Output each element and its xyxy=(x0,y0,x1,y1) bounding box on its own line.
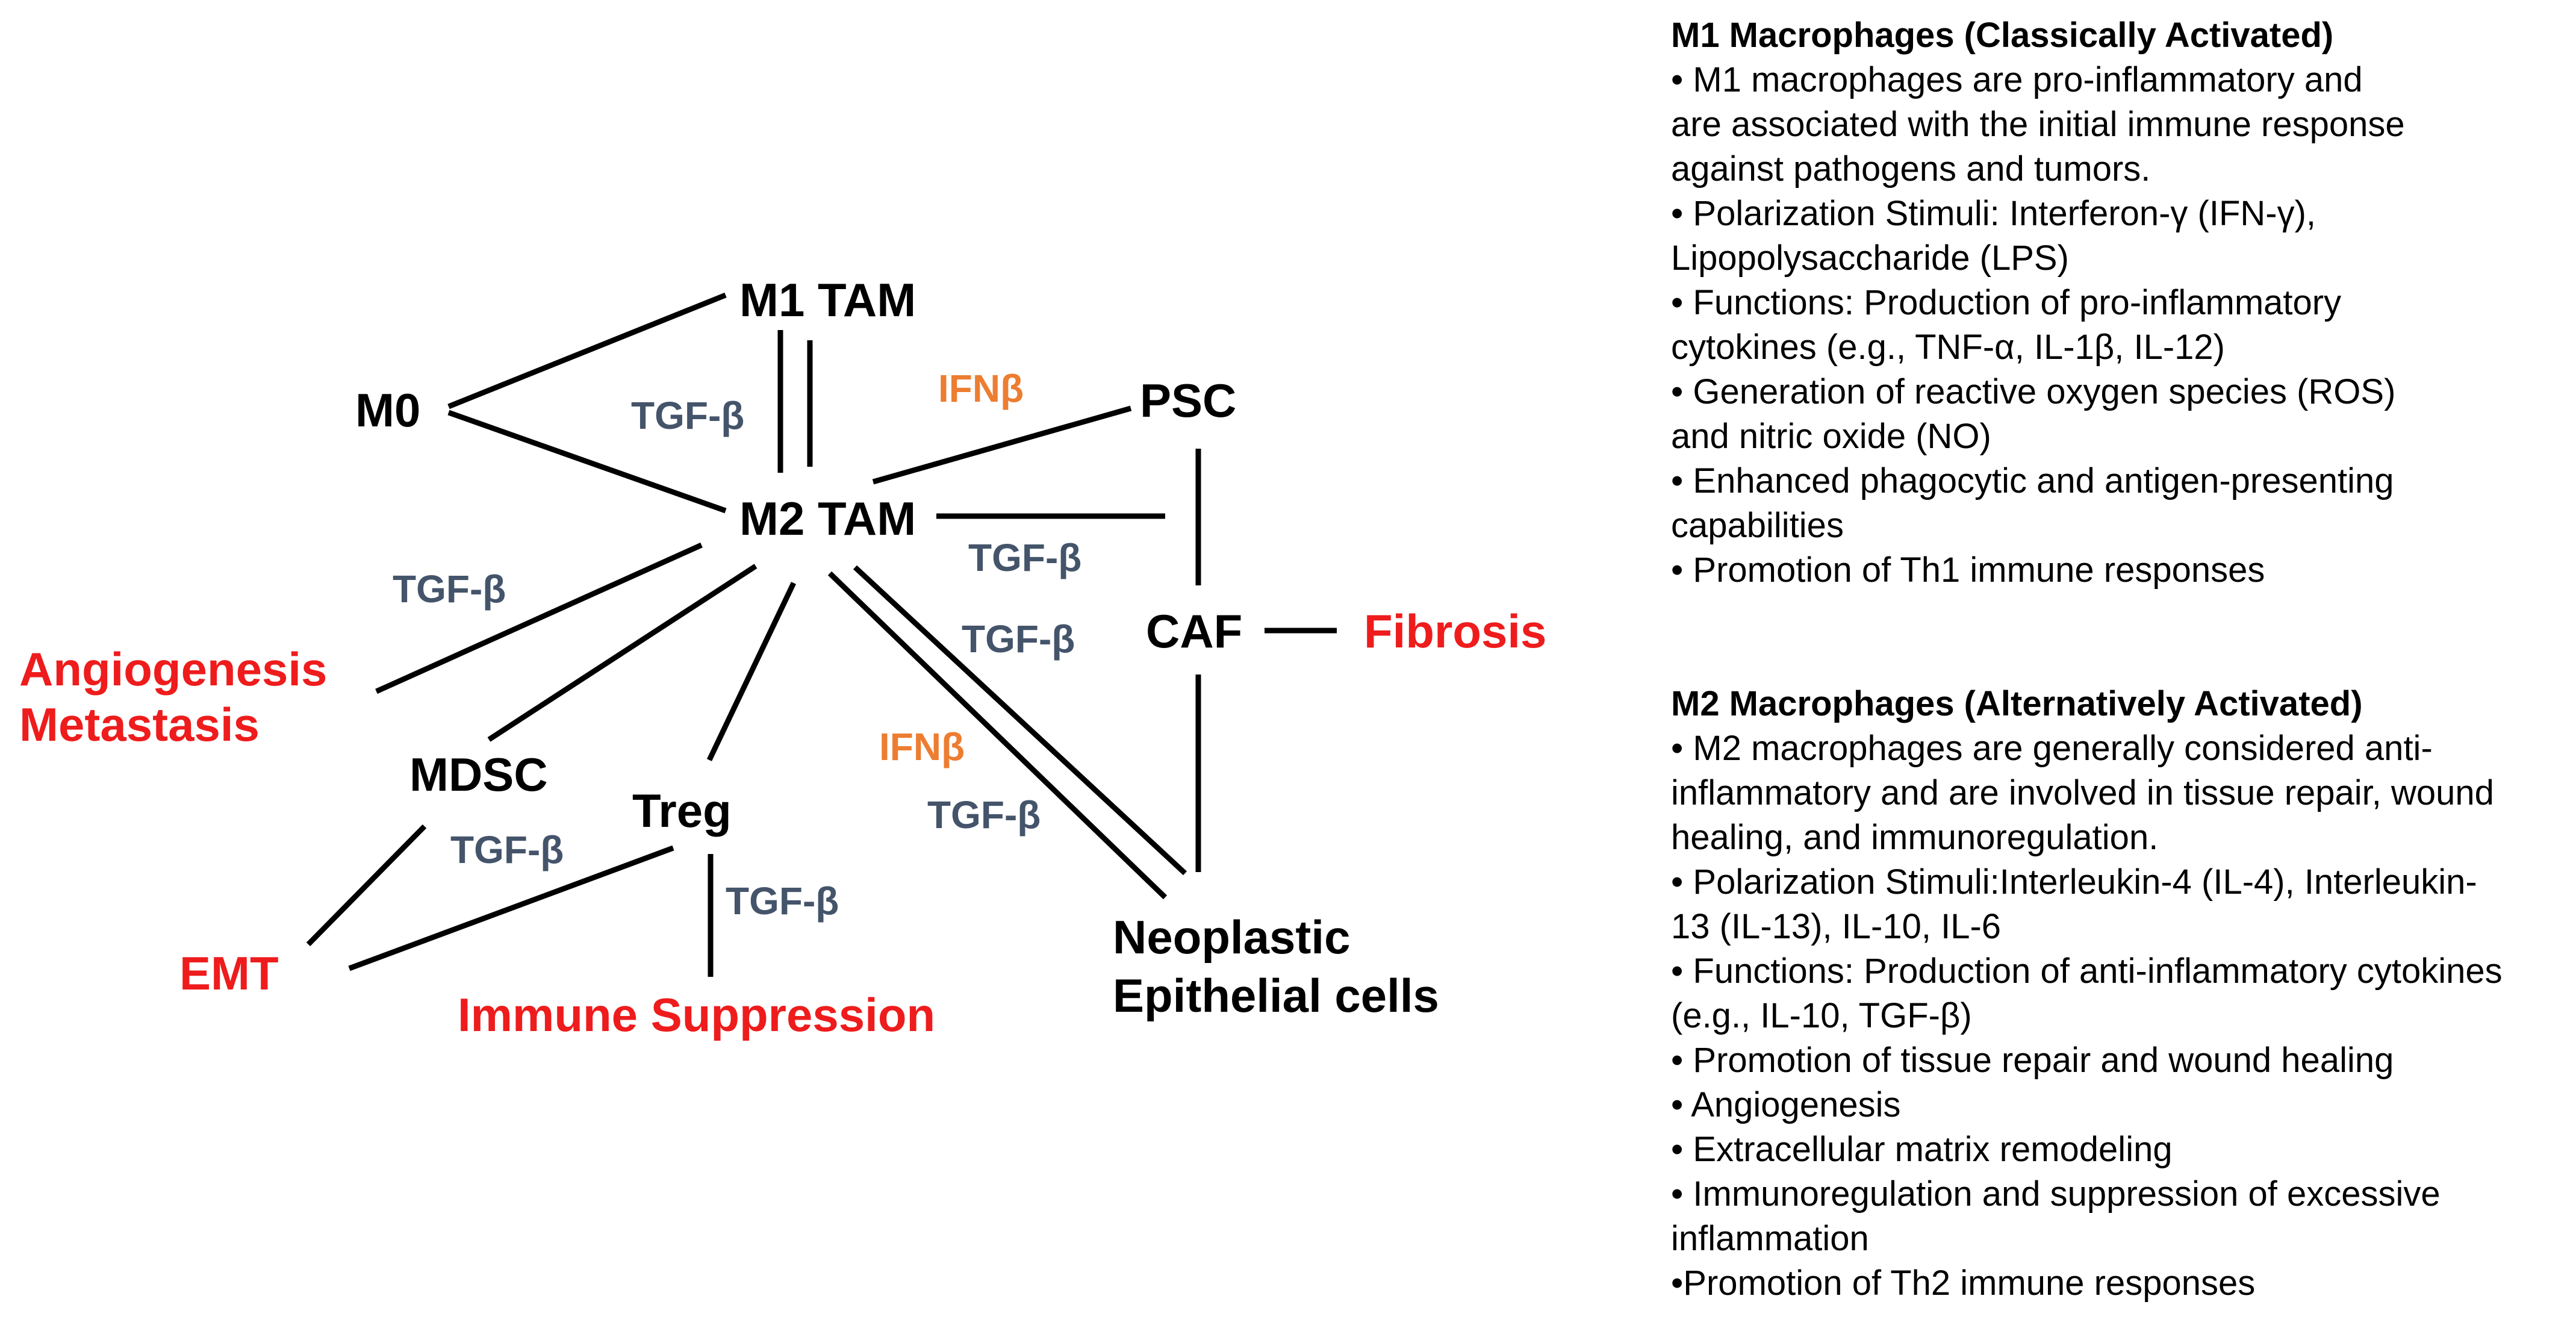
m2-note-line: inflammation xyxy=(1671,1219,1869,1258)
outcome-metastasis: Metastasis xyxy=(19,698,260,751)
m2-note-line: •Promotion of Th2 immune responses xyxy=(1671,1264,2256,1303)
node-neoplastic-line2: Epithelial cells xyxy=(1113,969,1439,1022)
arrow-m2-to-mdsc xyxy=(487,564,758,742)
m1-note-line: Lipopolysaccharide (LPS) xyxy=(1671,238,2069,278)
outcome-emt: EMT xyxy=(179,947,279,1000)
m1-note-line: capabilities xyxy=(1671,506,1844,545)
m2-note-line: • Promotion of tissue repair and wound h… xyxy=(1671,1041,2394,1080)
label-ifn-psc-m2: IFNβ xyxy=(938,367,1024,410)
m1-notes: M1 Macrophages (Classically Activated) •… xyxy=(1671,13,2568,593)
macrophage-signaling-diagram: M0 M1 TAM M2 TAM PSC CAF MDSC Treg Neopl… xyxy=(19,273,1546,1041)
arrow-treg-to-emt xyxy=(348,845,674,971)
arrow-m2-to-angiogenesis xyxy=(375,542,703,694)
node-caf: CAF xyxy=(1146,605,1242,658)
m2-note-line: (e.g., IL-10, TGF-β) xyxy=(1671,996,1972,1035)
m2-note-line: inflammatory and are involved in tissue … xyxy=(1671,773,2494,812)
m2-note-line: 13 (IL-13), IL-10, IL-6 xyxy=(1671,907,2002,946)
m2-note-line: • Angiogenesis xyxy=(1671,1085,1901,1124)
node-m0: M0 xyxy=(355,384,420,437)
label-tgf-neoplastic: TGF-β xyxy=(927,793,1041,837)
arrow-m2-to-neoplastic xyxy=(853,565,1187,876)
node-neoplastic-line1: Neoplastic xyxy=(1113,911,1350,964)
m1-note-line: cytokines (e.g., TNF-α, IL-1β, IL-12) xyxy=(1671,328,2225,367)
arrow-neoplastic-to-m2 xyxy=(827,571,1168,900)
node-m2-tam: M2 TAM xyxy=(739,492,916,545)
m2-note-line: • Extracellular matrix remodeling xyxy=(1671,1130,2173,1169)
label-tgf-m2-caf: TGF-β xyxy=(968,536,1081,579)
macrophage-notes: M1 Macrophages (Classically Activated) •… xyxy=(1671,13,2568,1306)
label-tgf-treg-emt: TGF-β xyxy=(450,828,564,871)
m1-note-line: • Promotion of Th1 immune responses xyxy=(1671,550,2265,590)
arrow-mdsc-to-emt xyxy=(306,824,427,947)
label-tgf-m2-angiogenesis: TGF-β xyxy=(393,567,506,611)
node-psc: PSC xyxy=(1140,374,1236,427)
outcome-fibrosis: Fibrosis xyxy=(1364,605,1546,658)
m1-note-line: • Generation of reactive oxygen species … xyxy=(1671,372,2396,411)
m2-note-line: • Immunoregulation and suppression of ex… xyxy=(1671,1174,2441,1214)
m2-note-line: • M2 macrophages are generally considere… xyxy=(1671,729,2433,768)
m2-note-line: healing, and immunoregulation. xyxy=(1671,818,2159,857)
label-tgf-treg-immune: TGF-β xyxy=(726,879,839,923)
m2-notes-list: • M2 macrophages are generally considere… xyxy=(1671,726,2568,1306)
m2-notes: M2 Macrophages (Alternatively Activated)… xyxy=(1671,682,2568,1306)
m1-note-line: • M1 macrophages are pro-inflammatory an… xyxy=(1671,60,2363,99)
node-treg: Treg xyxy=(632,784,732,837)
m1-notes-title: M1 Macrophages (Classically Activated) xyxy=(1671,16,2334,55)
m1-note-line: and nitric oxide (NO) xyxy=(1671,417,1991,456)
m1-note-line: • Functions: Production of pro-inflammat… xyxy=(1671,283,2342,322)
m2-note-line: • Functions: Production of anti-inflamma… xyxy=(1671,952,2503,991)
label-tgf-m1-m2: TGF-β xyxy=(631,394,744,437)
m1-note-line: against pathogens and tumors. xyxy=(1671,149,2151,189)
label-ifn-neoplastic: IFNβ xyxy=(879,725,965,768)
m1-note-line: • Enhanced phagocytic and antigen-presen… xyxy=(1671,461,2394,500)
outcome-immune-suppression: Immune Suppression xyxy=(458,988,935,1041)
m1-notes-list: • M1 macrophages are pro-inflammatory an… xyxy=(1671,58,2568,593)
label-tgf-neoplastic-m2: TGF-β xyxy=(962,617,1075,661)
outcome-angiogenesis: Angiogenesis xyxy=(19,643,327,696)
arrow-m2-to-treg xyxy=(706,582,797,761)
m2-notes-title: M2 Macrophages (Alternatively Activated) xyxy=(1671,684,2363,723)
m1-note-line: are associated with the initial immune r… xyxy=(1671,105,2405,144)
node-mdsc: MDSC xyxy=(409,748,548,801)
m2-note-line: • Polarization Stimuli:Interleukin-4 (IL… xyxy=(1671,862,2477,902)
arrow-m0-to-m2 xyxy=(447,410,727,514)
node-m1-tam: M1 TAM xyxy=(739,273,916,326)
m1-note-line: • Polarization Stimuli: Interferon-γ (IF… xyxy=(1671,194,2316,233)
arrow-psc-to-m2 xyxy=(872,405,1132,485)
arrows xyxy=(306,292,1337,977)
arrow-m0-to-m1 xyxy=(447,292,727,410)
